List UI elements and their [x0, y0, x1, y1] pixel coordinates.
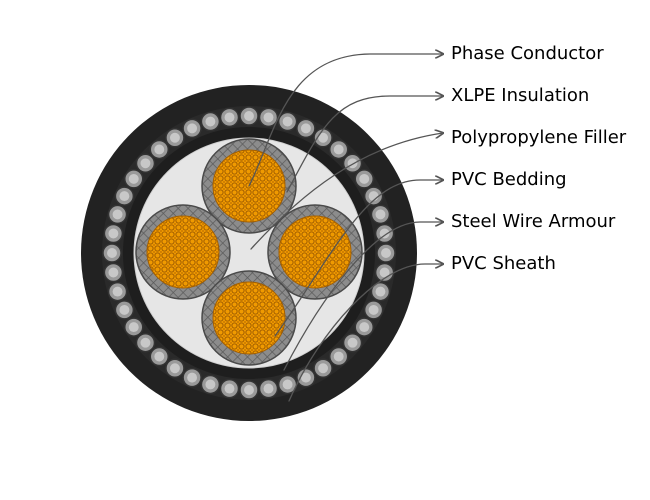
armour-wire-core — [187, 372, 198, 383]
core-left — [135, 204, 231, 300]
armour-wire-core — [375, 286, 386, 297]
leader-line-pvc-bedding — [274, 180, 443, 337]
armour-wire-core — [359, 322, 370, 333]
leader-line-pvc-sheath — [288, 264, 443, 402]
armour-wire-core — [263, 112, 274, 123]
armour-wire-core — [154, 144, 165, 155]
leader-line-xlpe-insulation — [286, 96, 443, 193]
label-pvc-sheath: PVC Sheath — [451, 253, 556, 274]
armour-wire-core — [224, 383, 235, 394]
armour-wire-core — [140, 158, 151, 169]
armour-wire-core — [140, 337, 151, 348]
armour-wire-core — [205, 379, 216, 390]
phase-conductor — [212, 281, 286, 355]
armour-wire-core — [318, 132, 329, 143]
armour-wire-core — [333, 144, 344, 155]
label-xlpe-insulation: XLPE Insulation — [451, 85, 590, 106]
steel-wire-armour — [102, 106, 396, 400]
leader-lines — [248, 54, 443, 402]
armour-wire-core — [300, 123, 311, 134]
armour-wire-core — [119, 304, 130, 315]
armour-wire-core — [244, 385, 254, 395]
armour-wire-core — [187, 123, 198, 134]
armour-wire-core — [379, 267, 390, 278]
armour-wire-core — [224, 112, 235, 123]
phase-conductor — [278, 215, 352, 289]
armour-wire-core — [368, 191, 379, 202]
core-right — [267, 204, 363, 300]
armour-wire-core — [119, 191, 130, 202]
armour-wire-core — [263, 383, 274, 394]
leader-line-polypropylene-filler — [250, 133, 443, 250]
label-pvc-bedding: PVC Bedding — [451, 169, 567, 190]
armour-wire-core — [333, 351, 344, 362]
label-polypropylene-filler: Polypropylene Filler — [451, 127, 627, 148]
armour-wire-core — [154, 351, 165, 362]
armour-wire-core — [108, 267, 119, 278]
armour-wire-core — [112, 286, 123, 297]
armour-wire-core — [107, 248, 117, 258]
armour-wire-core — [169, 363, 180, 374]
label-steel-wire-armour: Steel Wire Armour — [451, 211, 616, 232]
armour-wire-core — [379, 228, 390, 239]
armour-wire-core — [375, 209, 386, 220]
phase-conductor — [146, 215, 220, 289]
armour-wire-core — [244, 111, 254, 121]
armour-wire-core — [347, 337, 358, 348]
armour-wire-core — [368, 304, 379, 315]
armour-wire-core — [205, 116, 216, 127]
leader-line-steel-wire-armour — [283, 222, 443, 371]
armour-wire-core — [381, 248, 391, 258]
armour-wire-core — [128, 173, 139, 184]
armour-wire-core — [112, 209, 123, 220]
armour-wire-core — [169, 132, 180, 143]
armour-wire-core — [282, 116, 293, 127]
armour-wire-core — [282, 379, 293, 390]
label-phase-conductor: Phase Conductor — [451, 43, 604, 64]
armour-wire-core — [108, 228, 119, 239]
core-bottom — [201, 270, 297, 366]
armour-wire-core — [300, 372, 311, 383]
armour-wire-core — [128, 322, 139, 333]
leader-line-phase-conductor — [248, 54, 443, 187]
armour-wire-core — [359, 173, 370, 184]
armour-wire-core — [318, 363, 329, 374]
